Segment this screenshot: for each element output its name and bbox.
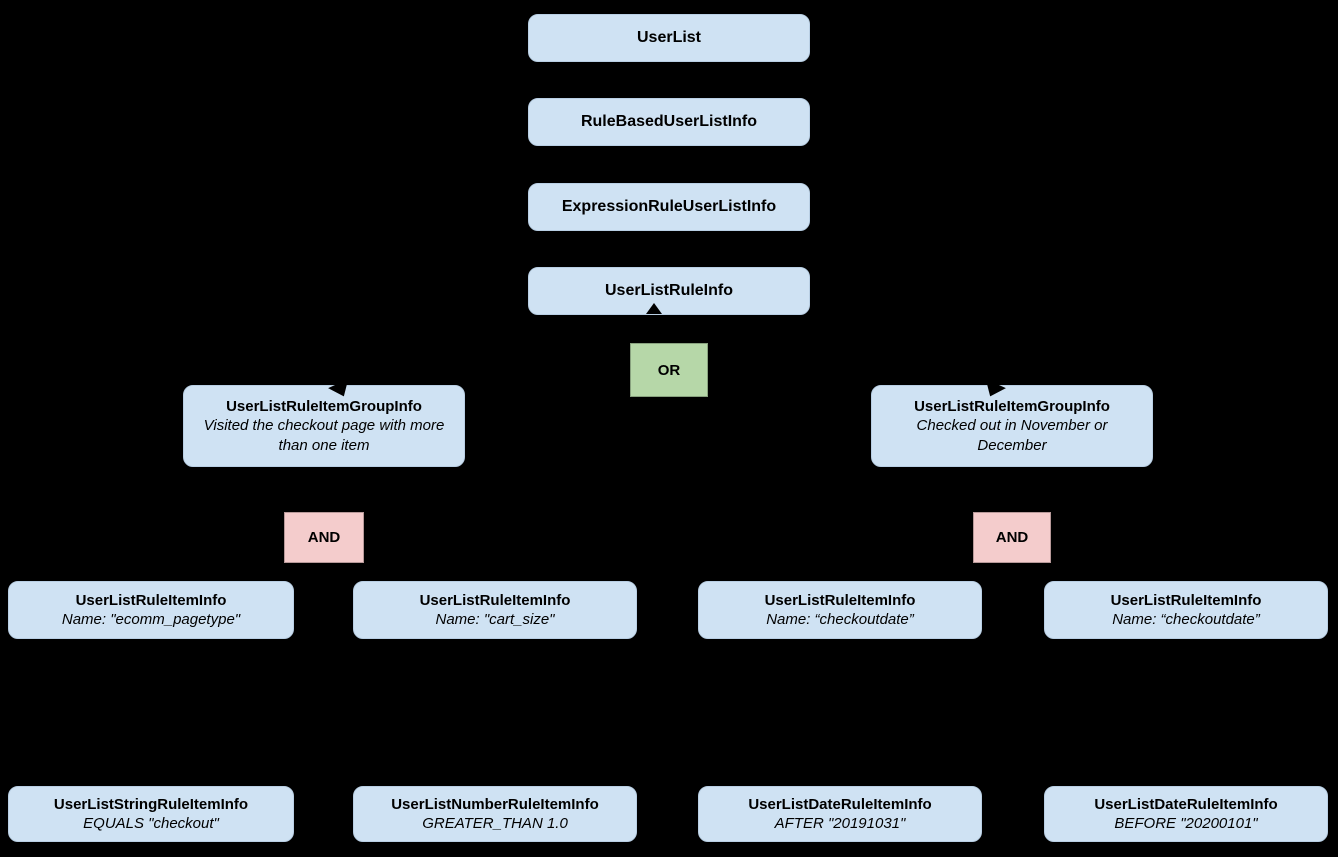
or-operator: OR: [630, 343, 708, 397]
rule-item-title: UserListRuleItemInfo: [75, 591, 227, 609]
leaf-item-condition: AFTER "20191031": [774, 815, 906, 832]
group-title: UserListRuleItemGroupInfo: [226, 397, 422, 415]
group-node-checkout-page: UserListRuleItemGroupInfo Visited the ch…: [183, 385, 465, 467]
node-label: UserListRuleInfo: [604, 281, 733, 299]
node-rulebaseduserlistinfo: RuleBasedUserListInfo: [528, 98, 810, 146]
group-title: UserListRuleItemGroupInfo: [914, 397, 1110, 415]
rule-item-checkoutdate-before: UserListRuleItemInfo Name: “checkoutdate…: [1044, 581, 1328, 639]
and-operator-right: AND: [973, 512, 1051, 563]
and-operator-label: AND: [995, 529, 1029, 546]
leaf-item-title: UserListDateRuleItemInfo: [1094, 795, 1278, 813]
rule-item-name: Name: “checkoutdate”: [1112, 611, 1260, 628]
rule-item-title: UserListRuleItemInfo: [1110, 591, 1262, 609]
node-label: RuleBasedUserListInfo: [580, 112, 758, 130]
leaf-item-condition: BEFORE "20200101": [1114, 815, 1258, 832]
group-node-checked-out-nov-dec: UserListRuleItemGroupInfo Checked out in…: [871, 385, 1153, 467]
rule-item-name: Name: "cart_size": [435, 611, 555, 628]
and-operator-left: AND: [284, 512, 364, 563]
leaf-string-rule-item: UserListStringRuleItemInfo EQUALS "check…: [8, 786, 294, 842]
leaf-item-title: UserListNumberRuleItemInfo: [391, 795, 599, 813]
node-userlistruleinfo: UserListRuleInfo: [528, 267, 810, 315]
rule-item-cart-size: UserListRuleItemInfo Name: "cart_size": [353, 581, 637, 639]
leaf-item-condition: GREATER_THAN 1.0: [422, 815, 568, 832]
or-operator-label: OR: [657, 361, 681, 379]
rule-item-ecomm-pagetype: UserListRuleItemInfo Name: "ecomm_pagety…: [8, 581, 294, 639]
leaf-number-rule-item: UserListNumberRuleItemInfo GREATER_THAN …: [353, 786, 637, 842]
rule-item-title: UserListRuleItemInfo: [419, 591, 571, 609]
leaf-item-title: UserListStringRuleItemInfo: [53, 795, 249, 813]
leaf-date-rule-item-after: UserListDateRuleItemInfo AFTER "20191031…: [698, 786, 982, 842]
group-description: Visited the checkout page with more than…: [203, 417, 445, 454]
node-label: ExpressionRuleUserListInfo: [561, 197, 777, 215]
arrowhead-icon: [646, 303, 662, 314]
node-label: UserList: [636, 28, 702, 46]
leaf-date-rule-item-before: UserListDateRuleItemInfo BEFORE "2020010…: [1044, 786, 1328, 842]
node-userlist: UserList: [528, 14, 810, 62]
group-description: Checked out in November or December: [916, 417, 1108, 454]
rule-item-name: Name: “checkoutdate”: [766, 611, 914, 628]
and-operator-label: AND: [307, 529, 341, 546]
rule-item-title: UserListRuleItemInfo: [764, 591, 916, 609]
rule-item-name: Name: "ecomm_pagetype": [61, 611, 241, 628]
leaf-item-title: UserListDateRuleItemInfo: [748, 795, 932, 813]
leaf-item-condition: EQUALS "checkout": [83, 815, 219, 832]
rule-item-checkoutdate-after: UserListRuleItemInfo Name: “checkoutdate…: [698, 581, 982, 639]
node-expressionruleuserlistinfo: ExpressionRuleUserListInfo: [528, 183, 810, 231]
